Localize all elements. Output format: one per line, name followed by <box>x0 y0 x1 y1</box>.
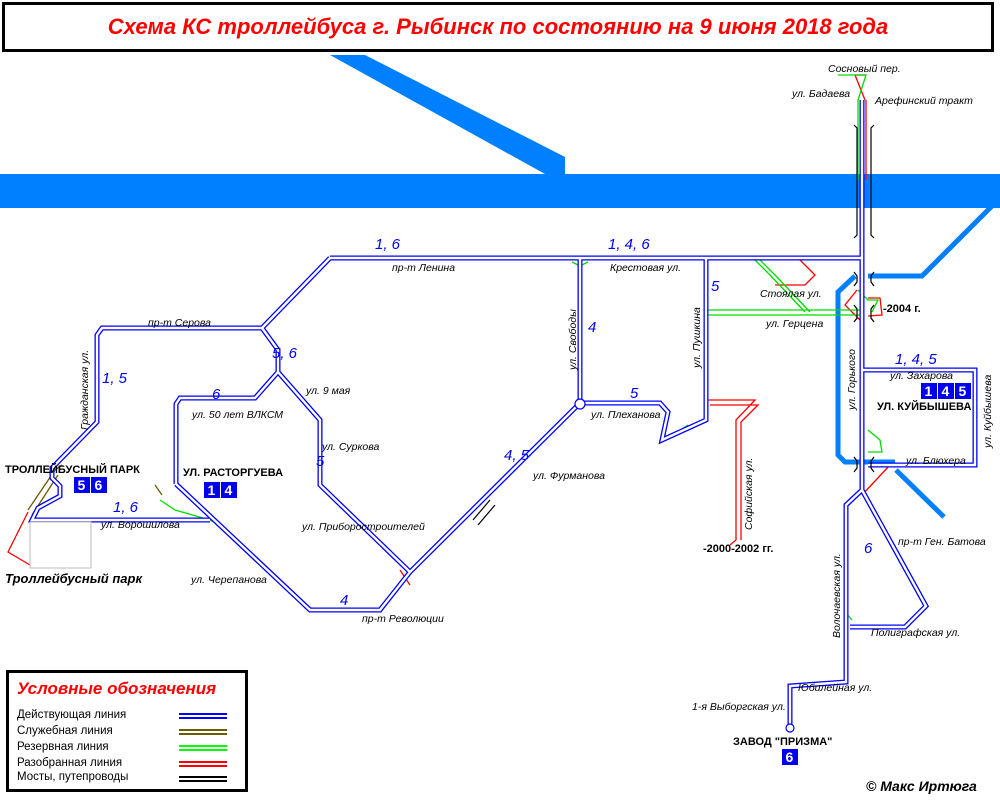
route-badge: 5 <box>959 383 967 399</box>
route-label: 4 <box>588 319 596 336</box>
street-label: 1-я Выборгская ул. <box>692 701 786 713</box>
river <box>0 55 1000 519</box>
route-badge: 4 <box>942 383 950 399</box>
street-label: Полиграфская ул. <box>871 627 960 639</box>
route-label: 1, 4, 6 <box>608 236 650 253</box>
route-label: 1, 4, 5 <box>895 351 937 368</box>
street-label: ул. Горького <box>846 349 858 411</box>
street-label: Крестовая ул. <box>610 262 681 274</box>
route-badge: 1 <box>208 482 216 498</box>
route-label: 5, 6 <box>272 345 298 362</box>
street-label: пр-т Серова <box>148 317 211 329</box>
bridges <box>472 124 875 526</box>
street-label: Юбилейная ул. <box>798 682 872 694</box>
route-labels: 1, 6 1, 4, 6 5 4 5 5, 6 1, 5 6 5 4, 5 1,… <box>102 236 937 609</box>
route-badge: 6 <box>786 749 794 765</box>
street-label: ул. Приборостроителей <box>301 521 425 533</box>
route-label: 1, 6 <box>113 499 139 516</box>
street-label: пр-т Ленина <box>392 262 455 274</box>
street-label: ул. Бадаева <box>791 88 850 100</box>
legend-item-label: Мосты, путепроводы <box>17 771 129 783</box>
station-prizma: ЗАВОД "ПРИЗМА" 6 <box>733 736 832 765</box>
legend-swatch-removed <box>179 761 227 767</box>
street-label: ул. Блюхера <box>905 455 966 467</box>
route-badge: 5 <box>78 477 86 493</box>
route-badge: 1 <box>925 383 933 399</box>
route-label: 6 <box>212 386 221 403</box>
station-name: УЛ. РАСТОРГУЕВА <box>183 467 283 479</box>
street-label: ул. Суркова <box>321 441 379 453</box>
route-badge: 6 <box>95 477 103 493</box>
street-label: ул. Плеханова <box>590 409 661 421</box>
station-name: ЗАВОД "ПРИЗМА" <box>733 736 832 748</box>
route-badge: 4 <box>225 482 233 498</box>
station-park: ТРОЛЛЕЙБУСНЫЙ ПАРК 5 6 <box>5 463 140 493</box>
street-label: ул. Черепанова <box>190 574 267 586</box>
street-label: ул. Пушкина <box>691 307 703 369</box>
legend-title: Условные обозначения <box>17 679 217 698</box>
route-label: 4 <box>340 592 348 609</box>
street-label: пр-т Революции <box>362 613 444 625</box>
street-label: ул. Ворошилова <box>100 519 180 531</box>
title-box: Схема КС троллейбуса г. Рыбинск по состо… <box>2 2 994 52</box>
street-label: ул. Герцена <box>765 318 823 330</box>
street-label: Волочаевская ул. <box>831 553 843 638</box>
note-2000: -2000-2002 гг. <box>703 543 773 555</box>
page-title: Схема КС троллейбуса г. Рыбинск по состо… <box>107 14 889 39</box>
note-2004: -2004 г. <box>883 303 921 315</box>
street-label: ул. Свободы <box>567 309 579 371</box>
street-label: ул. 9 мая <box>305 385 351 397</box>
street-label: Стоялая ул. <box>760 288 822 300</box>
street-label: пр-т Ген. Батова <box>898 536 986 548</box>
route-label: 1, 6 <box>375 236 401 253</box>
removed-lines <box>7 74 891 586</box>
street-label: Арефинский тракт <box>874 95 973 107</box>
route-label: 5 <box>316 453 325 470</box>
legend-item-label: Резервная линия <box>17 741 109 753</box>
street-label: ул. Захарова <box>889 370 953 382</box>
station-rastorgueva: УЛ. РАСТОРГУЕВА 1 4 <box>183 467 283 498</box>
route-label: 5 <box>711 278 720 295</box>
legend-swatch-bridge <box>179 776 227 782</box>
park-label: Троллейбусный парк <box>5 571 143 586</box>
street-label: ул. Куйбышева <box>982 375 994 449</box>
active-lines <box>27 100 978 733</box>
station-kuibysheva: 1 4 5 УЛ. КУЙБЫШЕВА <box>877 383 971 413</box>
depot-area <box>29 521 92 569</box>
street-labels: Сосновый пер. ул. Бадаева Арефинский тра… <box>5 63 994 713</box>
street-label: Софийская ул. <box>743 458 755 530</box>
street-label: ул. 50 лет ВЛКСМ <box>191 409 283 421</box>
legend-swatch-reserve <box>179 745 227 751</box>
legend: Условные обозначения Действующая линия С… <box>6 670 248 792</box>
legend-item-label: Разобранная линия <box>17 757 123 769</box>
legend-item-label: Служебная линия <box>17 725 113 737</box>
legend-item-label: Действующая линия <box>17 709 127 721</box>
copyright: © Макс Иртюга <box>866 778 977 794</box>
street-label: Гражданская ул. <box>79 350 91 430</box>
street-label: ул. Фурманова <box>532 470 605 482</box>
station-name: ТРОЛЛЕЙБУСНЫЙ ПАРК <box>5 463 140 476</box>
route-label: 5 <box>630 385 639 402</box>
route-label: 4, 5 <box>504 447 530 464</box>
legend-swatch-active <box>179 713 227 719</box>
route-label: 6 <box>864 540 873 557</box>
street-label: Сосновый пер. <box>828 63 901 75</box>
route-label: 1, 5 <box>102 370 128 387</box>
legend-swatch-service <box>179 729 227 735</box>
station-name: УЛ. КУЙБЫШЕВА <box>877 400 971 413</box>
